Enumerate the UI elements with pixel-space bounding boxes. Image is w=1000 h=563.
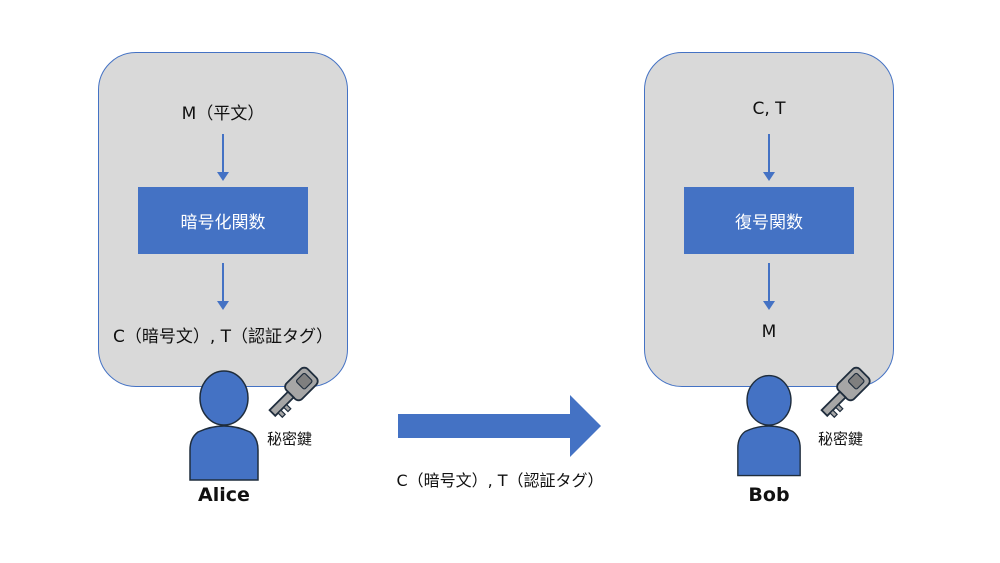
bob-arrow-down-2 <box>768 263 770 303</box>
alice-arrow-down-2 <box>222 263 224 303</box>
bob-name: Bob <box>748 484 790 506</box>
alice-person-icon <box>189 370 259 481</box>
alice-encrypt-function: 暗号化関数 <box>138 187 308 254</box>
alice-output-label: C（暗号文）, T（認証タグ） <box>112 327 334 347</box>
alice-name: Alice <box>198 484 250 506</box>
alice-key-label: 秘密鍵 <box>267 430 313 448</box>
alice-arrow-down-1 <box>222 134 224 174</box>
alice-arrowhead-2 <box>217 301 229 310</box>
bob-arrowhead-1 <box>763 172 775 181</box>
bob-input-label: C, T <box>752 99 786 119</box>
bob-decrypt-function: 復号関数 <box>684 187 854 254</box>
bob-person-icon <box>737 374 801 477</box>
bob-arrow-down-1 <box>768 134 770 174</box>
alice-arrowhead-1 <box>217 172 229 181</box>
alice-input-label: M（平文） <box>181 104 265 124</box>
bob-output-label: M <box>761 322 777 342</box>
transfer-arrow-icon <box>398 395 601 457</box>
alice-key-icon <box>268 366 319 419</box>
bob-key-icon <box>820 366 871 419</box>
bob-arrowhead-2 <box>763 301 775 310</box>
bob-key-label: 秘密鍵 <box>818 430 864 448</box>
transfer-label: C（暗号文）, T（認証タグ） <box>396 471 604 490</box>
